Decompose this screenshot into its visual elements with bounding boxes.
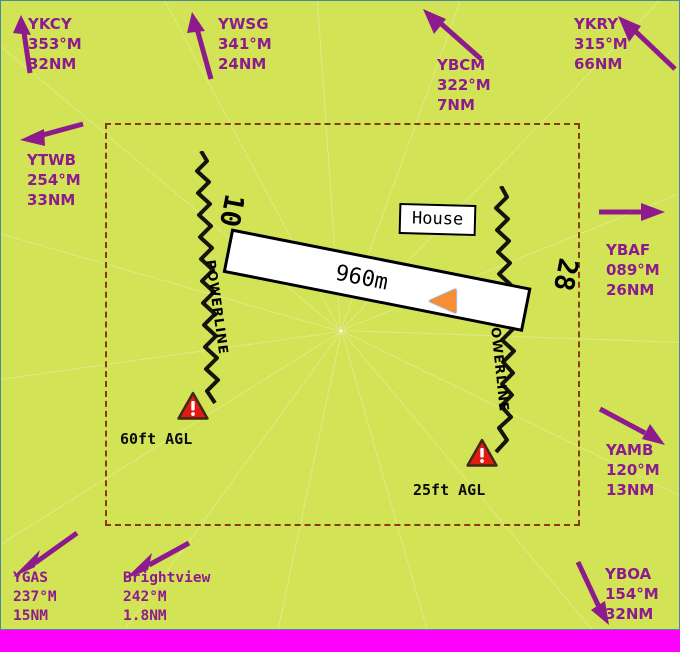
bearing-distance: 32NM bbox=[28, 54, 77, 73]
bearing-label-ykcy: YKCY 353°M 32NM bbox=[28, 15, 82, 74]
bearing-id: YTWB bbox=[27, 151, 77, 169]
approach-direction-triangle-icon bbox=[429, 289, 456, 313]
bearing-degrees: 322°M bbox=[437, 75, 491, 94]
bearing-arrow-ytwb bbox=[20, 121, 84, 146]
bearing-degrees: 154°M bbox=[605, 584, 659, 603]
footer-strip bbox=[0, 630, 680, 652]
bearing-degrees: 353°M bbox=[28, 34, 82, 53]
bearing-distance: 24NM bbox=[218, 54, 267, 73]
bearing-degrees: 341°M bbox=[218, 34, 272, 53]
bearing-distance: 15NM bbox=[13, 608, 48, 625]
bearing-label-brightview: Brightview 242°M 1.8NM bbox=[123, 569, 210, 626]
bearing-distance: 26NM bbox=[606, 280, 655, 299]
runway-length-label: 960m bbox=[333, 260, 391, 296]
bearing-arrow-ywsg bbox=[187, 12, 214, 80]
bearing-id: YBCM bbox=[437, 56, 486, 74]
bearing-id: YKCY bbox=[28, 15, 72, 33]
runway-designator-28: 28 bbox=[546, 255, 584, 294]
bearing-label-ywsg: YWSG 341°M 24NM bbox=[218, 15, 272, 74]
bearing-degrees: 242°M bbox=[123, 589, 167, 606]
bearing-id: YBOA bbox=[605, 565, 652, 583]
house-label: House bbox=[398, 202, 477, 237]
bearing-label-ykry: YKRY 315°M 66NM bbox=[574, 15, 628, 74]
bearing-label-ytwb: YTWB 254°M 33NM bbox=[27, 151, 81, 210]
bearing-id: YGAS bbox=[13, 570, 48, 586]
bearing-id: Brightview bbox=[123, 570, 211, 586]
bearing-label-ybcm: YBCM 322°M 7NM bbox=[437, 56, 491, 115]
bearing-label-ybaf: YBAF 089°M 26NM bbox=[606, 241, 660, 300]
bearing-distance: 7NM bbox=[437, 95, 475, 114]
bearing-id: YKRY bbox=[574, 15, 619, 33]
bearing-degrees: 120°M bbox=[606, 460, 660, 479]
bearing-distance: 32NM bbox=[605, 604, 654, 623]
bearing-distance: 66NM bbox=[574, 54, 623, 73]
bearing-label-yboa: YBOA 154°M 32NM bbox=[605, 565, 659, 624]
bearing-label-ygas: YGAS 237°M 15NM bbox=[13, 569, 57, 626]
bearing-distance: 33NM bbox=[27, 190, 76, 209]
bearing-arrow-ybaf bbox=[599, 203, 665, 221]
bearing-distance: 1.8NM bbox=[123, 608, 167, 625]
powerline-height-west: 60ft AGL bbox=[120, 430, 193, 448]
airfield-boundary bbox=[105, 123, 580, 526]
warning-triangle-icon bbox=[466, 438, 498, 467]
bearing-label-yamb: YAMB 120°M 13NM bbox=[606, 441, 660, 500]
runway-designator-10: 10 bbox=[212, 191, 250, 230]
bearing-id: YAMB bbox=[606, 441, 654, 459]
warning-triangle-icon bbox=[177, 391, 209, 420]
bearing-id: YBAF bbox=[606, 241, 651, 259]
bearing-distance: 13NM bbox=[606, 480, 655, 499]
runway: 960m bbox=[222, 198, 537, 333]
bearing-id: YWSG bbox=[218, 15, 269, 33]
bearing-degrees: 089°M bbox=[606, 260, 660, 279]
map-canvas: POWERLINE POWERLINE 960m 10 28 House 60f… bbox=[0, 0, 680, 630]
powerline-height-east: 25ft AGL bbox=[413, 481, 486, 499]
bearing-degrees: 237°M bbox=[13, 589, 57, 606]
bearing-degrees: 254°M bbox=[27, 170, 81, 189]
bearing-degrees: 315°M bbox=[574, 34, 628, 53]
